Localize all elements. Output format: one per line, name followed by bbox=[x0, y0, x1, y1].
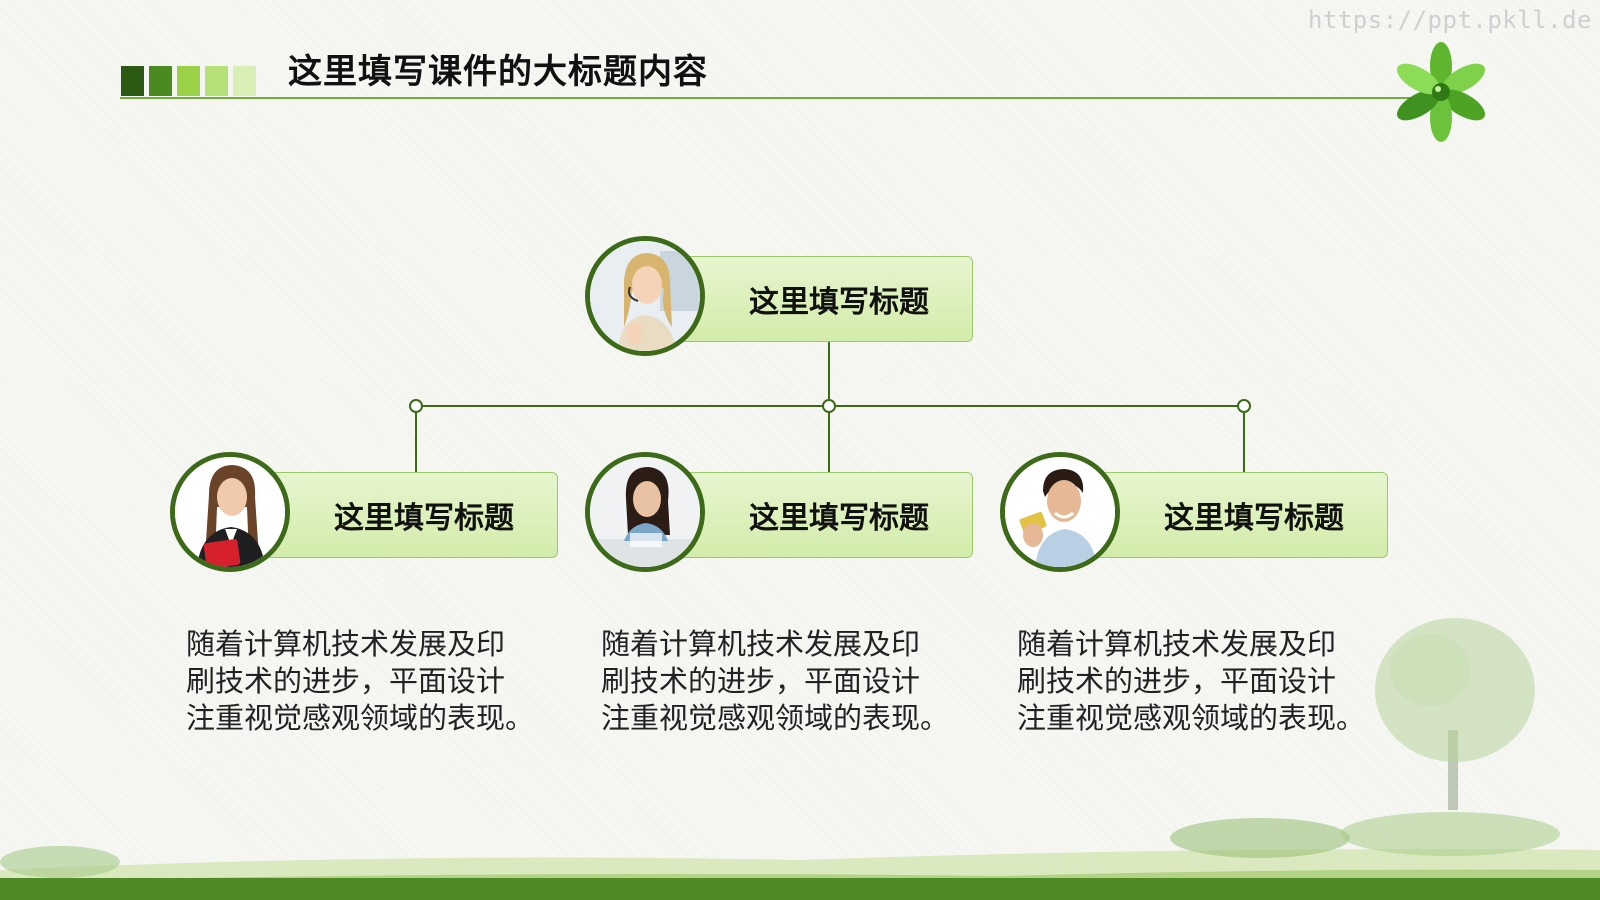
square-1 bbox=[121, 66, 144, 96]
watermark-url: https://ppt.pkll.de bbox=[1307, 6, 1592, 34]
node-title: 这里填写标题 bbox=[749, 285, 929, 320]
bottom-strip bbox=[0, 878, 1600, 900]
woman-headset-avatar bbox=[585, 236, 705, 356]
man-card-avatar bbox=[1000, 452, 1120, 572]
node-title: 这里填写标题 bbox=[749, 501, 929, 536]
connector-node-left bbox=[409, 399, 423, 413]
square-5 bbox=[233, 66, 256, 96]
description-line: 注重视觉感观领域的表现。 bbox=[1017, 701, 1366, 735]
connector-node-right bbox=[1237, 399, 1251, 413]
description-line: 随着计算机技术发展及印 bbox=[601, 627, 921, 661]
description-line: 注重视觉感观领域的表现。 bbox=[601, 701, 950, 735]
description-line: 刷技术的进步，平面设计 bbox=[186, 664, 506, 698]
square-2 bbox=[149, 66, 172, 96]
square-3 bbox=[177, 66, 200, 96]
square-4 bbox=[205, 66, 228, 96]
leaf-icon bbox=[1396, 42, 1486, 142]
woman-red-folder-avatar bbox=[170, 452, 290, 572]
description-line: 随着计算机技术发展及印 bbox=[1017, 627, 1337, 661]
tree-icon bbox=[1375, 618, 1535, 810]
description-line: 注重视觉感观领域的表现。 bbox=[186, 701, 535, 735]
description-line: 刷技术的进步，平面设计 bbox=[1017, 664, 1337, 698]
description-2: 随着计算机技术发展及印 刷技术的进步，平面设计 注重视觉感观领域的表现。 bbox=[601, 626, 981, 737]
title-underline bbox=[120, 97, 1420, 99]
title-squares-decoration bbox=[121, 66, 256, 96]
woman-thinking-avatar bbox=[585, 452, 705, 572]
description-line: 刷技术的进步，平面设计 bbox=[601, 664, 921, 698]
node-title: 这里填写标题 bbox=[1164, 501, 1344, 536]
description-3: 随着计算机技术发展及印 刷技术的进步，平面设计 注重视觉感观领域的表现。 bbox=[1017, 626, 1397, 737]
description-line: 随着计算机技术发展及印 bbox=[186, 627, 506, 661]
page-title: 这里填写课件的大标题内容 bbox=[288, 52, 708, 92]
node-title: 这里填写标题 bbox=[334, 501, 514, 536]
connector-node-center bbox=[822, 399, 836, 413]
description-1: 随着计算机技术发展及印 刷技术的进步，平面设计 注重视觉感观领域的表现。 bbox=[186, 626, 566, 737]
